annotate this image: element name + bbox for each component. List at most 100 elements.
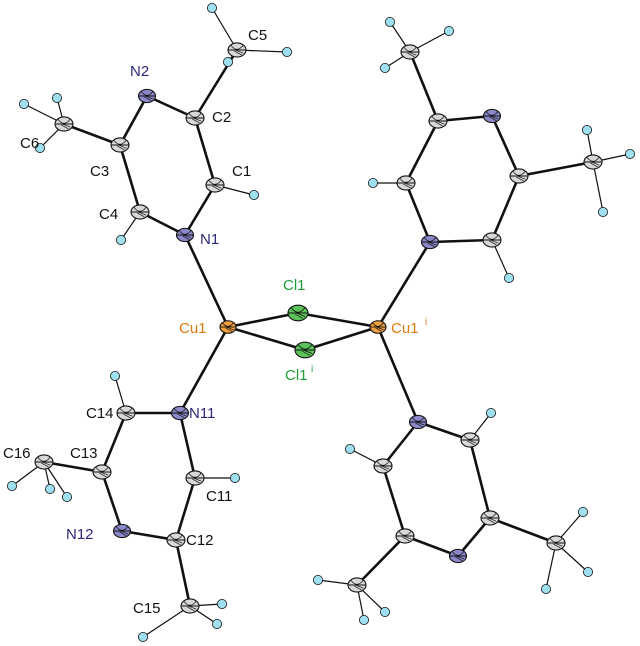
bond-r_c12-r_c16 <box>488 516 558 545</box>
atom-h15b <box>211 619 222 630</box>
bond-r_c16-r_h16c <box>545 542 557 590</box>
bond-cu1-n1 <box>183 233 230 329</box>
atom-r_n2 <box>482 108 502 124</box>
atom-n2 <box>137 88 157 104</box>
atom-r_h6b <box>625 148 636 159</box>
atom-h16c <box>62 491 73 502</box>
bond-r_c4-r_n1 <box>404 181 432 244</box>
atom-n12 <box>112 523 132 539</box>
atom-r_n11 <box>408 414 428 430</box>
atom-r_c15 <box>347 577 367 593</box>
label-cu1-sym: Cu1 <box>391 320 419 337</box>
bond-c13-c16 <box>42 460 104 474</box>
bond-r_c2-r_c6 <box>517 160 595 178</box>
atom-h16b <box>45 483 56 494</box>
atom-h6b <box>52 93 63 104</box>
label-c3: C3 <box>90 163 109 180</box>
atom-layer <box>7 3 636 643</box>
atom-r_h5b <box>379 63 390 74</box>
bond-c3-c4 <box>118 143 142 214</box>
atom-r_h15a <box>312 575 323 586</box>
atom-r_c13 <box>395 528 415 544</box>
atom-r_c5 <box>400 44 420 60</box>
atom-r_h15b <box>379 607 390 618</box>
bond-r_n12-r_c13 <box>403 534 460 558</box>
bond-cu1-cl1i <box>226 325 307 352</box>
atom-r_h16c <box>541 584 552 595</box>
atom-cl1i <box>294 341 316 359</box>
atom-h5b <box>281 47 292 58</box>
label-cl1-sym-superscript: i <box>311 364 313 375</box>
atom-h14 <box>110 370 121 381</box>
label-n11: N11 <box>189 405 215 422</box>
atom-cu1i <box>369 320 387 334</box>
atom-h5a <box>206 3 217 13</box>
bond-r_c11-r_c12 <box>468 438 492 520</box>
atom-c15 <box>180 598 200 614</box>
atom-c13 <box>92 464 112 480</box>
label-n1: N1 <box>200 231 219 248</box>
atom-r_c4 <box>396 175 416 191</box>
bond-c11-c12 <box>174 476 197 542</box>
atom-c5 <box>227 42 247 58</box>
atom-c11 <box>185 470 205 486</box>
atom-r_h5c <box>443 25 454 36</box>
bond-n1-c1 <box>183 183 217 237</box>
atom-r_c2 <box>509 168 529 184</box>
atom-r_h14 <box>344 443 355 454</box>
label-cl1-sym: Cl1 <box>285 367 308 384</box>
bond-c5-h5a <box>211 7 238 51</box>
bond-r_c1-r_c2 <box>490 174 521 242</box>
atom-c12 <box>166 532 186 548</box>
bond-cu1-n11 <box>178 325 230 415</box>
bond-cl1i-cu1i <box>303 325 380 352</box>
atom-cu1 <box>219 320 237 334</box>
atom-h4 <box>116 234 127 245</box>
bond-n11-c11 <box>178 411 197 480</box>
atom-h6a <box>18 99 29 110</box>
atom-r_h5a <box>384 16 395 27</box>
bond-layer <box>11 7 631 638</box>
atom-cl1 <box>287 304 309 322</box>
bond-n12-c13 <box>100 470 124 533</box>
atom-r_c12 <box>480 510 500 526</box>
label-cu1: Cu1 <box>179 320 207 337</box>
atom-r_c1 <box>482 232 502 248</box>
bond-r_c12-r_n12 <box>456 516 492 558</box>
label-n2: N2 <box>130 63 149 80</box>
bond-cl1-cu1i <box>296 311 380 329</box>
label-c2: C2 <box>212 109 231 126</box>
bond-r_c2-r_n2 <box>490 114 521 178</box>
atom-n1 <box>175 227 195 243</box>
label-n12: N12 <box>66 526 94 543</box>
bond-r_n1-r_c1 <box>428 238 494 244</box>
label-c16: C16 <box>3 445 31 462</box>
bond-r_c6-r_h6c <box>592 161 604 213</box>
atom-h6c <box>35 142 46 153</box>
bond-n2-c3 <box>118 94 149 147</box>
atom-n11 <box>170 405 190 421</box>
atom-h15a <box>137 632 148 643</box>
label-c15: C15 <box>133 600 161 617</box>
atom-r_h11 <box>485 407 496 418</box>
atom-h16a <box>7 480 17 491</box>
atom-c2 <box>185 110 205 126</box>
label-c5: C5 <box>248 27 267 44</box>
atom-c3 <box>110 137 130 153</box>
label-c14: C14 <box>86 405 114 422</box>
atom-c1 <box>205 177 225 193</box>
bond-c1-c2 <box>193 116 217 187</box>
bond-c15-h15a <box>142 605 191 638</box>
bond-r_c13-r_c15 <box>355 534 407 587</box>
label-c1: C1 <box>232 163 251 180</box>
atom-r_c11 <box>460 432 480 448</box>
atom-h5c <box>222 57 233 68</box>
atom-r_h15c <box>358 615 369 626</box>
atom-h15c <box>216 599 227 610</box>
bond-r_c3-r_c4 <box>404 119 440 185</box>
label-c13: C13 <box>70 445 98 462</box>
label-c12: C12 <box>186 532 214 549</box>
atom-r_n12 <box>448 548 468 564</box>
bond-cu1-cl1 <box>226 311 300 329</box>
